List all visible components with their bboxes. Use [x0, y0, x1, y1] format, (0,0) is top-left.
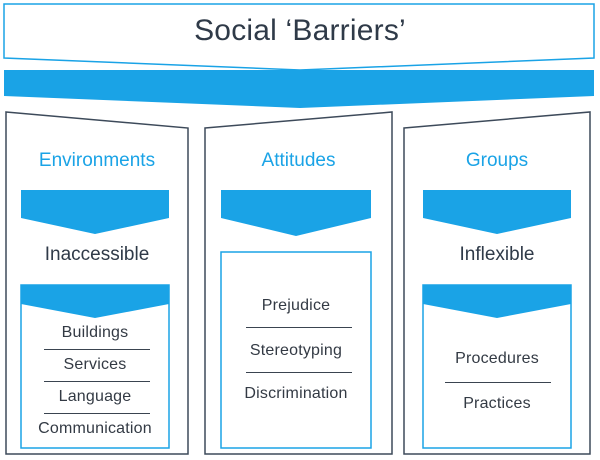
title-chevron-band — [4, 70, 594, 108]
chevron-attitudes — [221, 190, 371, 236]
list-separator — [44, 349, 150, 350]
title-banner — [3, 3, 595, 71]
list-item: Buildings — [61, 324, 129, 341]
column-heading-attitudes: Attitudes — [261, 150, 336, 171]
list-separator — [445, 382, 551, 383]
list-item: Discrimination — [244, 385, 348, 402]
column-subheading-groups: Inflexible — [459, 244, 535, 265]
list-item: Stereotyping — [249, 342, 343, 359]
list-item: Procedures — [455, 350, 539, 367]
list-box-attitudes — [220, 251, 372, 449]
chevron-groups-2 — [423, 285, 571, 318]
diagram-title: Social ‘Barriers’ — [194, 14, 406, 47]
list-item: Services — [63, 356, 127, 373]
list-separator — [246, 372, 352, 373]
list-item: Prejudice — [261, 297, 331, 314]
list-separator — [246, 327, 352, 328]
list-separator — [44, 381, 150, 382]
list-separator — [44, 413, 150, 414]
chevron-groups-1 — [423, 190, 571, 234]
column-heading-environments: Environments — [38, 150, 156, 171]
column-heading-groups: Groups — [465, 150, 529, 171]
chevron-environments-1 — [21, 190, 169, 234]
list-item: Communication — [38, 420, 152, 437]
list-item: Language — [58, 388, 132, 405]
chevron-environments-2 — [21, 285, 169, 318]
list-item: Practices — [463, 395, 531, 412]
column-subheading-environments: Inaccessible — [44, 244, 150, 265]
